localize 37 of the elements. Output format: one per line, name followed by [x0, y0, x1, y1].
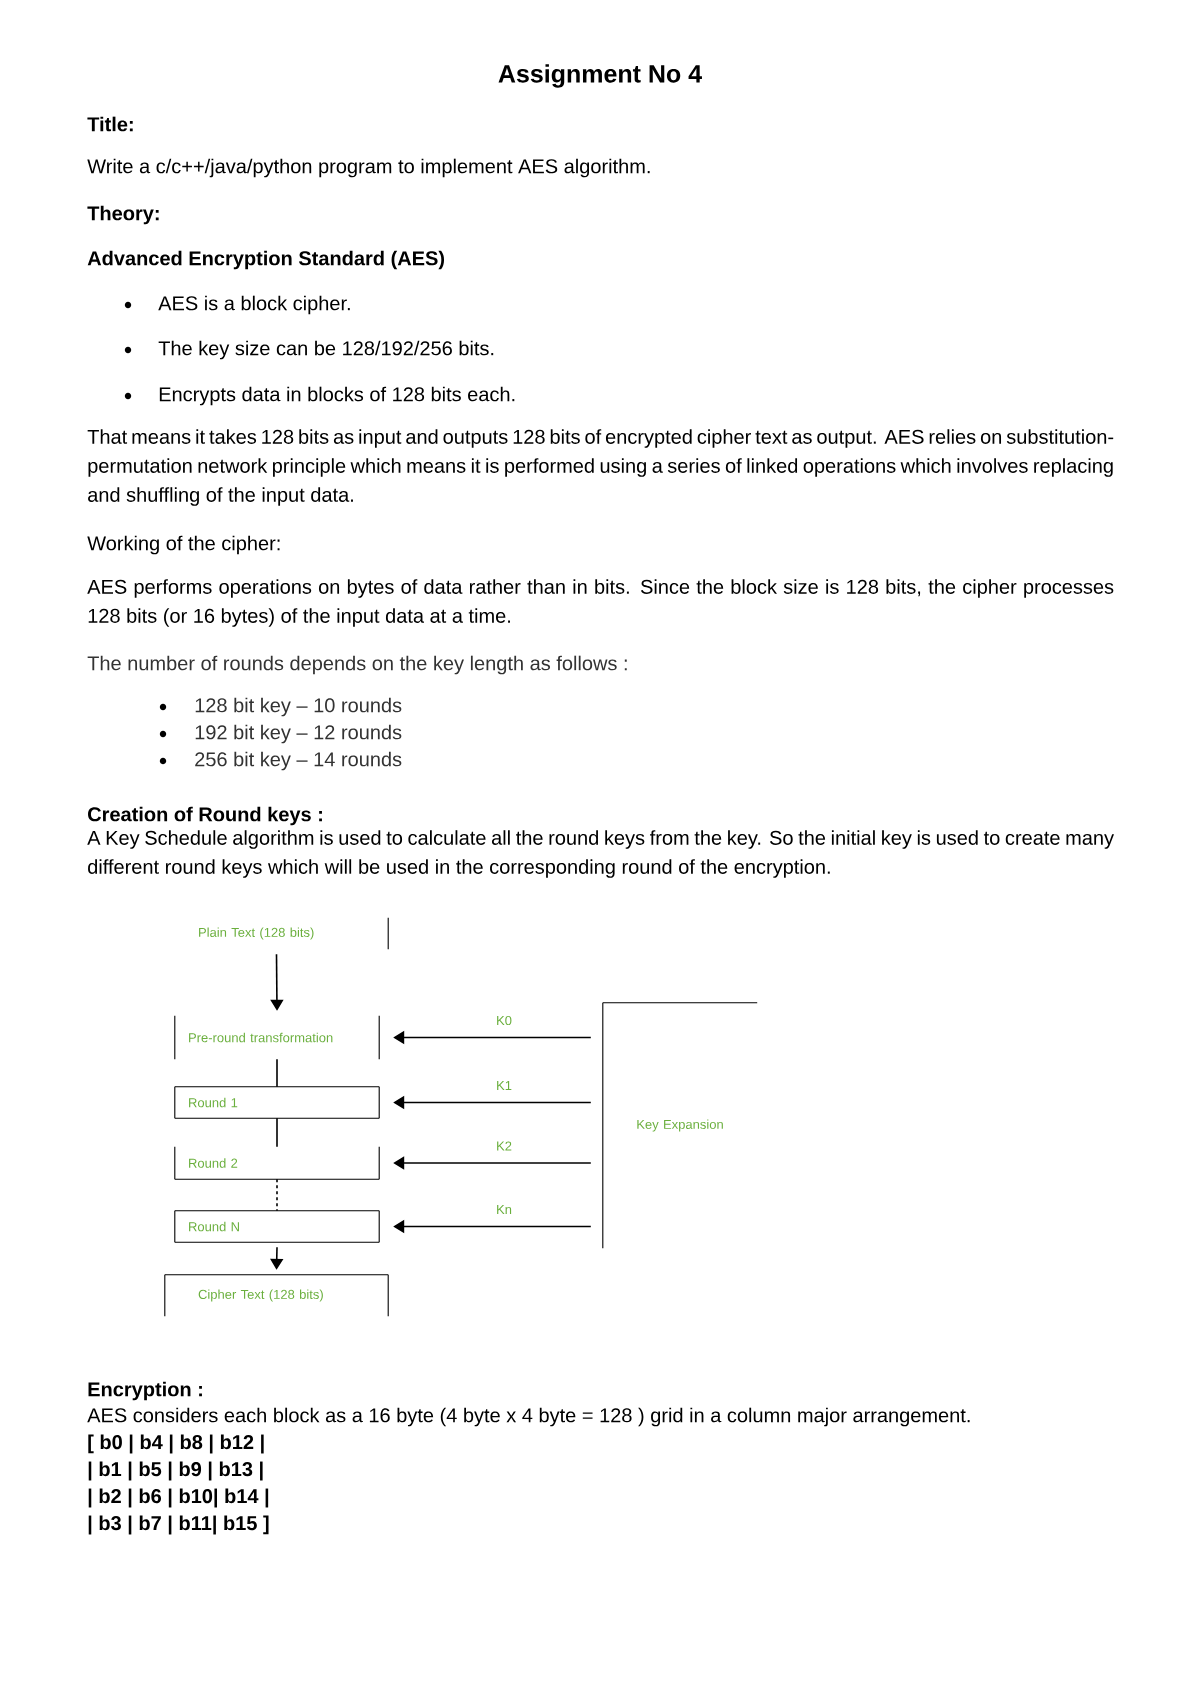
bullet-item: 192 bit key – 12 rounds: [195, 724, 402, 744]
heading: Encryption :: [88, 1381, 202, 1401]
bullet-item: 128 bit key – 10 rounds: [195, 697, 402, 717]
bullet-item: 256 bit key – 14 rounds: [195, 751, 402, 771]
arrow: [393, 1156, 592, 1170]
text-line: Write a c/c++/java/python program to implement AES algorithm.: [87, 158, 650, 178]
paragraph: AES performs operations on bytes of data rather than in bits. Since the block size is 128 bits, the cipher processes 128 bits (or 16 bytes) of the input data at a time.: [87, 579, 1114, 627]
bullet-item: AES is a block cipher.: [158, 295, 350, 315]
heading: Advanced Encryption Standard (AES): [87, 250, 444, 270]
text-line: AES considers each block as a 16 byte (4 byte x 4 byte = 128 ) grid in a column major arrangement.: [87, 1407, 970, 1427]
text-line: The number of rounds depends on the key length as follows :: [87, 655, 627, 675]
arrow: [270, 953, 284, 1011]
edge-label: Kn: [497, 1205, 512, 1214]
matrix-row: | b3 | b7 | b11| b15 ]: [88, 1515, 269, 1535]
bullet-item: The key size can be 128/192/256 bits.: [158, 340, 494, 360]
key-expansion-box: Key Expansion: [602, 1002, 758, 1249]
matrix-row: | b2 | b6 | b10| b14 |: [88, 1488, 269, 1508]
edge-label: K0: [497, 1015, 512, 1026]
paragraph: A Key Schedule algorithm is used to calculate all the round keys from the key. So the initial key is used to create many different round keys which will be used in the corresponding round of the encryption.: [87, 830, 1114, 878]
matrix-row: [ b0 | b4 | b8 | b12 |: [88, 1434, 264, 1454]
arrow: [270, 1246, 284, 1270]
edge-label: K2: [497, 1141, 512, 1151]
paragraph: That means it takes 128 bits as input and outputs 128 bits of encrypted cipher text as output. AES relies on substitution-permutation network principle which means it is performed using a series of linked operations which involves replacing and shuffling of the input data.: [87, 429, 1114, 506]
page-title: Assignment No 4: [498, 64, 702, 88]
edge-label: K1: [497, 1081, 512, 1090]
process-box: Round 1: [174, 1086, 380, 1119]
process-box: Pre-round transformation: [174, 1015, 380, 1060]
bullet-item: Encrypts data in blocks of 128 bits each.: [159, 386, 515, 406]
text-line: Working of the cipher:: [87, 535, 280, 555]
matrix-row: | b1 | b5 | b9 | b13 |: [88, 1461, 263, 1481]
process-box: Round 2: [174, 1146, 380, 1180]
text-box: Cipher Text (128 bits): [164, 1274, 389, 1317]
process-box: Round N: [174, 1210, 380, 1243]
heading: Creation of Round keys :: [88, 806, 322, 826]
text-box: Plain Text (128 bits): [199, 917, 389, 950]
heading: Theory:: [87, 205, 159, 225]
heading: Title:: [87, 116, 133, 132]
